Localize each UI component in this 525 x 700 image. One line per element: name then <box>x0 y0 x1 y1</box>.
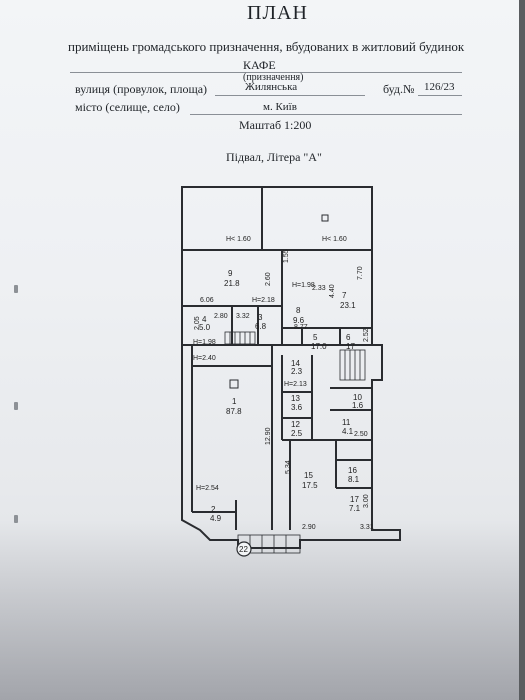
room-area: 17.0 <box>311 342 327 351</box>
dimension: 7.70 <box>357 266 364 280</box>
street-value: Жилянська <box>245 81 298 93</box>
dimension: 2.90 <box>302 524 316 531</box>
room-number: 16 <box>348 466 357 475</box>
dimension-labels: 6.06 2.60 7.70 4.40 3.32 2.80 8.77 2.05 … <box>194 249 374 531</box>
city-underline <box>190 114 462 115</box>
dimension: 1.55 <box>283 249 290 263</box>
city-label: місто (селище, село) <box>75 100 180 114</box>
height-label: H=2.54 <box>196 485 219 492</box>
building-underline <box>418 95 462 96</box>
room-area: 7.1 <box>349 504 361 513</box>
room-area: 1.6 <box>352 401 364 410</box>
room-area: 17.5 <box>302 481 318 490</box>
dimension: 2.33 <box>312 285 326 292</box>
document-subtitle: приміщень громадського призначення, вбуд… <box>68 39 465 54</box>
dimension: 12.90 <box>265 427 272 445</box>
room-area: 21.8 <box>224 279 240 288</box>
dimension: 8.77 <box>294 324 308 331</box>
lighting-shadow <box>0 520 525 700</box>
column <box>229 379 239 389</box>
dimension: 3.31 <box>360 524 374 531</box>
room-number: 6 <box>346 333 351 342</box>
room-number: 4 <box>202 315 207 324</box>
dimension: 5.34 <box>285 460 292 474</box>
room-number: 3 <box>258 313 263 322</box>
room-number: 9 <box>228 269 233 278</box>
room-number: 5 <box>313 333 318 342</box>
room-number: 2 <box>211 505 216 514</box>
room-number: 17 <box>350 495 359 504</box>
height-label: H< 1.60 <box>226 236 251 243</box>
dimension: 2.50 <box>354 431 368 438</box>
room-number: 15 <box>304 471 313 480</box>
room-area: 17 <box>346 342 355 351</box>
purpose-caption: (призначення) <box>243 72 304 83</box>
height-label: H=2.13 <box>284 381 307 388</box>
room-area: 2.3 <box>291 367 303 376</box>
room-area: 8.1 <box>348 475 360 484</box>
page-edge <box>519 0 525 700</box>
height-label: H< 1.60 <box>322 236 347 243</box>
height-label: H=1.98 <box>292 282 315 289</box>
document-title: ПЛАН <box>247 2 308 24</box>
room-area: 87.8 <box>226 407 242 416</box>
height-label: H=2.18 <box>252 297 275 304</box>
room-area: 6.8 <box>255 322 267 331</box>
building-label: буд.№ <box>383 82 415 96</box>
room-area: 4.1 <box>342 427 354 436</box>
dimension: 2.52 <box>363 328 370 342</box>
room-number: 13 <box>291 394 300 403</box>
room-area: 3.6 <box>291 403 303 412</box>
binder-hole <box>14 402 18 410</box>
room-number: 1 <box>232 397 237 406</box>
binder-hole <box>14 515 18 523</box>
room-area: 5.0 <box>199 323 211 332</box>
dimension: 3.00 <box>363 494 370 508</box>
scale-label: Маштаб 1:200 <box>239 118 312 132</box>
building-value: 126/23 <box>424 81 455 93</box>
dimension: 2.60 <box>265 272 272 286</box>
height-label: H=2.40 <box>193 355 216 362</box>
dimension: 4.40 <box>329 284 336 298</box>
street-label: вулиця (провулок, площа) <box>75 82 208 96</box>
height-label: H=1.98 <box>193 339 216 346</box>
height-labels: H< 1.60 H< 1.60 H=2.18 H=1.98 H=1.98 H=2… <box>193 236 347 492</box>
room-number: 8 <box>296 306 301 315</box>
room-number: 12 <box>291 420 300 429</box>
floor-label: Підвал, Літера "А" <box>226 150 322 164</box>
binder-hole <box>14 285 18 293</box>
room-labels: 9 21.8 8 9.6 7 23.1 6 17 5 17.0 4 5.0 3 … <box>199 269 364 523</box>
dimension: 3.32 <box>236 313 250 320</box>
stair-hatch <box>224 331 366 554</box>
room-area: 2.5 <box>291 429 303 438</box>
dimension: 2.05 <box>194 316 201 330</box>
room-area: 9.6 <box>293 316 305 325</box>
room-number: 10 <box>353 393 362 402</box>
outer-wall <box>181 186 401 549</box>
room-number: 11 <box>342 418 351 427</box>
street-underline <box>215 95 365 96</box>
column <box>321 214 329 222</box>
dimension: 2.80 <box>214 313 228 320</box>
room-area: 4.9 <box>210 514 222 523</box>
room-number: 14 <box>291 359 300 368</box>
room-area: 23.1 <box>340 301 356 310</box>
city-value: м. Київ <box>263 101 297 113</box>
stair-marker-circle <box>236 541 252 557</box>
stair-marker-text: 22 <box>239 545 248 554</box>
dimension: 6.06 <box>200 297 214 304</box>
room-number: 7 <box>342 291 347 300</box>
purpose-underline <box>70 72 462 73</box>
purpose-value: КАФЕ <box>243 58 276 72</box>
